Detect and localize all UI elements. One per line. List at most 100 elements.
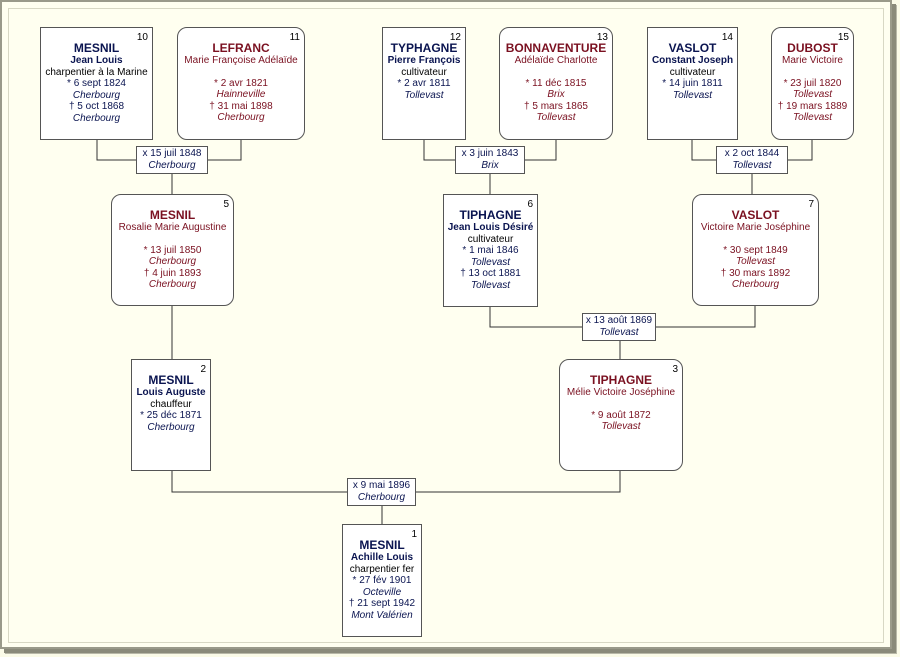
marriage-date: x 3 juin 1843 — [461, 148, 519, 159]
birth-place: Tollevast — [470, 256, 511, 268]
given-name: Rosalie Marie Augustine — [118, 222, 227, 233]
person-card-3[interactable]: 3 TIPHAGNE Mélie Victoire Joséphine * 9 … — [559, 359, 683, 471]
surname: MESNIL — [73, 41, 120, 55]
occupation: charpentier fer — [349, 563, 415, 575]
marriage-date: x 2 oct 1844 — [724, 148, 780, 159]
birth-place: Cherbourg — [148, 256, 197, 268]
sosa-number: 6 — [527, 199, 533, 210]
birth-place: Tollevast — [792, 89, 833, 101]
sosa-number: 13 — [596, 32, 608, 43]
given-name: Louis Auguste — [136, 387, 206, 398]
marriage-6-7[interactable]: x 13 août 1869 Tollevast — [582, 313, 656, 341]
sosa-number: 5 — [223, 199, 229, 210]
occupation: charpentier à la Marine — [45, 66, 148, 78]
birth-place: Brix — [547, 89, 565, 101]
surname: TIPHAGNE — [589, 373, 652, 387]
marriage-place: Tollevast — [732, 160, 772, 171]
occupation: cultivateur — [467, 233, 514, 245]
sosa-number: 7 — [808, 199, 814, 210]
death-place: Tollevast — [470, 279, 511, 291]
birth-date: * 23 juil 1820 — [783, 77, 842, 89]
marriage-date: x 13 août 1869 — [585, 315, 653, 326]
marriage-10-11[interactable]: x 15 juil 1848 Cherbourg — [136, 146, 208, 174]
death-date: † 19 mars 1889 — [777, 100, 848, 112]
marriage-date: x 9 mai 1896 — [352, 480, 411, 491]
birth-place: Hainneville — [216, 89, 266, 101]
person-card-6[interactable]: 6 TIPHAGNE Jean Louis Désiré cultivateur… — [443, 194, 538, 307]
surname: VASLOT — [668, 41, 717, 55]
surname: MESNIL — [149, 208, 196, 222]
given-name: Marie Françoise Adélaïde — [184, 55, 298, 66]
surname: BONNAVENTURE — [505, 41, 607, 55]
death-date: † 4 juin 1893 — [143, 267, 202, 279]
person-card-14[interactable]: 14 VASLOT Constant Joseph cultivateur * … — [647, 27, 738, 140]
occupation: cultivateur — [669, 66, 716, 78]
sosa-number: 3 — [672, 364, 678, 375]
person-card-11[interactable]: 11 LEFRANC Marie Françoise Adélaïde * 2 … — [177, 27, 305, 140]
birth-place: Tollevast — [672, 89, 713, 101]
birth-place: Octeville — [362, 586, 402, 598]
marriage-2-3[interactable]: x 9 mai 1896 Cherbourg — [347, 478, 416, 506]
birth-date: * 11 déc 1815 — [525, 77, 587, 89]
surname: MESNIL — [148, 373, 194, 387]
death-place: Cherbourg — [72, 112, 121, 124]
death-date: † 5 oct 1868 — [68, 101, 125, 113]
birth-date: * 30 sept 1849 — [723, 244, 788, 256]
person-card-7[interactable]: 7 VASLOT Victoire Marie Joséphine * 30 s… — [692, 194, 819, 306]
birth-place: Cherbourg — [147, 421, 195, 433]
marriage-place: Cherbourg — [357, 492, 406, 503]
birth-date: * 6 sept 1824 — [67, 78, 126, 90]
death-place: Cherbourg — [217, 112, 265, 124]
death-date: † 30 mars 1892 — [720, 267, 791, 279]
person-card-1[interactable]: 1 MESNIL Achille Louis charpentier fer *… — [342, 524, 422, 637]
person-card-2[interactable]: 2 MESNIL Louis Auguste chauffeur * 25 dé… — [131, 359, 211, 471]
birth-date: * 14 juin 1811 — [662, 78, 723, 90]
person-card-13[interactable]: 13 BONNAVENTURE Adélaïde Charlotte * 11 … — [499, 27, 613, 140]
given-name: Achille Louis — [350, 552, 414, 563]
person-card-15[interactable]: 15 DUBOST Marie Victoire * 23 juil 1820 … — [771, 27, 854, 140]
marriage-14-15[interactable]: x 2 oct 1844 Tollevast — [716, 146, 788, 174]
surname: TYPHAGNE — [390, 41, 458, 55]
given-name: Marie Victoire — [782, 55, 843, 66]
given-name: Constant Joseph — [651, 55, 734, 66]
birth-date: * 2 avr 1811 — [397, 78, 451, 90]
death-place: Tollevast — [792, 112, 833, 124]
marriage-place: Cherbourg — [148, 160, 196, 171]
inner-border — [8, 8, 884, 643]
sosa-number: 12 — [449, 32, 461, 43]
person-card-12[interactable]: 12 TYPHAGNE Pierre François cultivateur … — [382, 27, 466, 140]
surname: DUBOST — [787, 41, 838, 55]
sosa-number: 14 — [721, 32, 733, 43]
sosa-number: 2 — [200, 364, 206, 375]
birth-date: * 9 août 1872 — [591, 409, 651, 421]
death-place: Mont Valérien — [351, 609, 413, 621]
given-name: Jean Louis — [70, 55, 123, 66]
birth-place: Cherbourg — [72, 89, 121, 101]
marriage-12-13[interactable]: x 3 juin 1843 Brix — [455, 146, 525, 174]
death-place: Tollevast — [536, 112, 576, 124]
given-name: Adélaïde Charlotte — [514, 55, 598, 66]
birth-date: * 27 fév 1901 — [352, 575, 412, 587]
sosa-number: 15 — [837, 32, 849, 43]
person-card-5[interactable]: 5 MESNIL Rosalie Marie Augustine * 13 ju… — [111, 194, 234, 306]
given-name: Victoire Marie Joséphine — [700, 222, 811, 233]
sosa-number: 1 — [411, 529, 417, 540]
surname: TIPHAGNE — [459, 208, 522, 222]
given-name: Jean Louis Désiré — [447, 222, 534, 233]
occupation: cultivateur — [401, 66, 447, 78]
surname: LEFRANC — [212, 41, 270, 55]
death-date: † 5 mars 1865 — [524, 100, 588, 112]
birth-date: * 1 mai 1846 — [462, 245, 519, 257]
death-place: Cherbourg — [148, 279, 197, 291]
surname: MESNIL — [359, 538, 405, 552]
person-card-10[interactable]: 10 MESNIL Jean Louis charpentier à la Ma… — [40, 27, 153, 140]
marriage-place: Brix — [481, 160, 499, 171]
birth-date: * 25 déc 1871 — [140, 410, 202, 422]
birth-place: Tollevast — [601, 421, 641, 433]
death-date: † 13 oct 1881 — [460, 268, 521, 280]
death-place: Cherbourg — [731, 279, 780, 291]
surname: VASLOT — [731, 208, 780, 222]
given-name: Pierre François — [387, 55, 461, 66]
birth-date: * 2 avr 1821 — [214, 77, 268, 89]
death-date: † 31 mai 1898 — [209, 100, 273, 112]
